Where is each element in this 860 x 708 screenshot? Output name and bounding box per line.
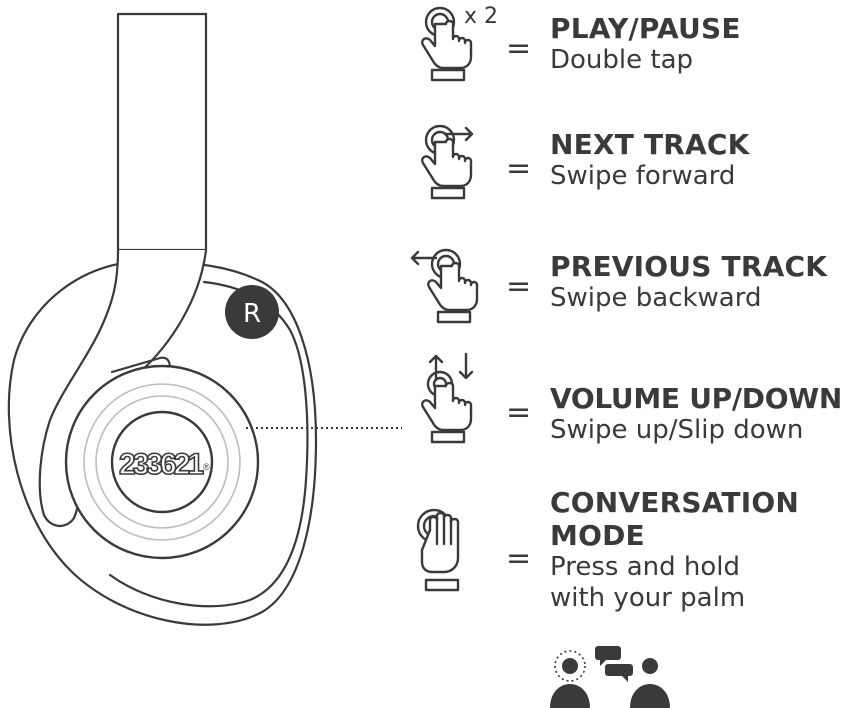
equals-sign: = bbox=[506, 269, 532, 304]
gesture-title: CONVERSATION bbox=[550, 486, 799, 519]
gesture-desc: Swipe forward bbox=[550, 161, 736, 191]
palm-press-icon bbox=[416, 508, 460, 592]
swipe-forward-icon bbox=[421, 124, 474, 200]
gesture-title: NEXT TRACK bbox=[550, 128, 750, 161]
gesture-desc: Swipe backward bbox=[550, 283, 762, 313]
gesture-volume: = VOLUME UP/DOWN Swipe up/Slip down bbox=[410, 350, 860, 450]
double-tap-icon bbox=[421, 6, 473, 82]
conversation-people-icon bbox=[550, 646, 670, 708]
gesture-previous-track: = PREVIOUS TRACK Swipe backward bbox=[410, 244, 860, 334]
gesture-title: PREVIOUS TRACK bbox=[550, 250, 828, 283]
side-badge bbox=[225, 285, 279, 339]
gesture-desc: Double tap bbox=[550, 45, 694, 75]
gesture-title-line2: MODE bbox=[550, 519, 645, 552]
logo-disc bbox=[110, 410, 214, 514]
logo-mark: ® bbox=[203, 462, 210, 472]
tap-count-label: x 2 bbox=[464, 4, 499, 29]
gesture-desc: Press and hold bbox=[550, 552, 740, 582]
gesture-next-track: = NEXT TRACK Swipe forward bbox=[410, 122, 860, 212]
headband bbox=[116, 12, 208, 252]
equals-sign: = bbox=[506, 151, 532, 186]
touch-ring-inner bbox=[95, 395, 229, 529]
gesture-play-pause: x 2 = PLAY/PAUSE Double tap bbox=[410, 4, 860, 94]
equals-sign: = bbox=[506, 395, 532, 430]
equals-sign: = bbox=[506, 541, 532, 576]
gesture-title: PLAY/PAUSE bbox=[550, 12, 741, 45]
gesture-title: VOLUME UP/DOWN bbox=[550, 382, 842, 415]
touch-ring-outer bbox=[83, 383, 241, 541]
gesture-desc: Swipe up/Slip down bbox=[550, 415, 804, 445]
gesture-conversation-mode: = CONVERSATION MODE Press and hold with … bbox=[410, 486, 860, 626]
gesture-desc-line2: with your palm bbox=[550, 583, 746, 613]
logo-text: 233621 bbox=[119, 448, 203, 481]
swipe-up-down-icon bbox=[421, 352, 474, 444]
side-badge-label: R bbox=[243, 299, 261, 329]
equals-sign: = bbox=[506, 31, 532, 66]
swipe-backward-icon bbox=[410, 248, 479, 324]
